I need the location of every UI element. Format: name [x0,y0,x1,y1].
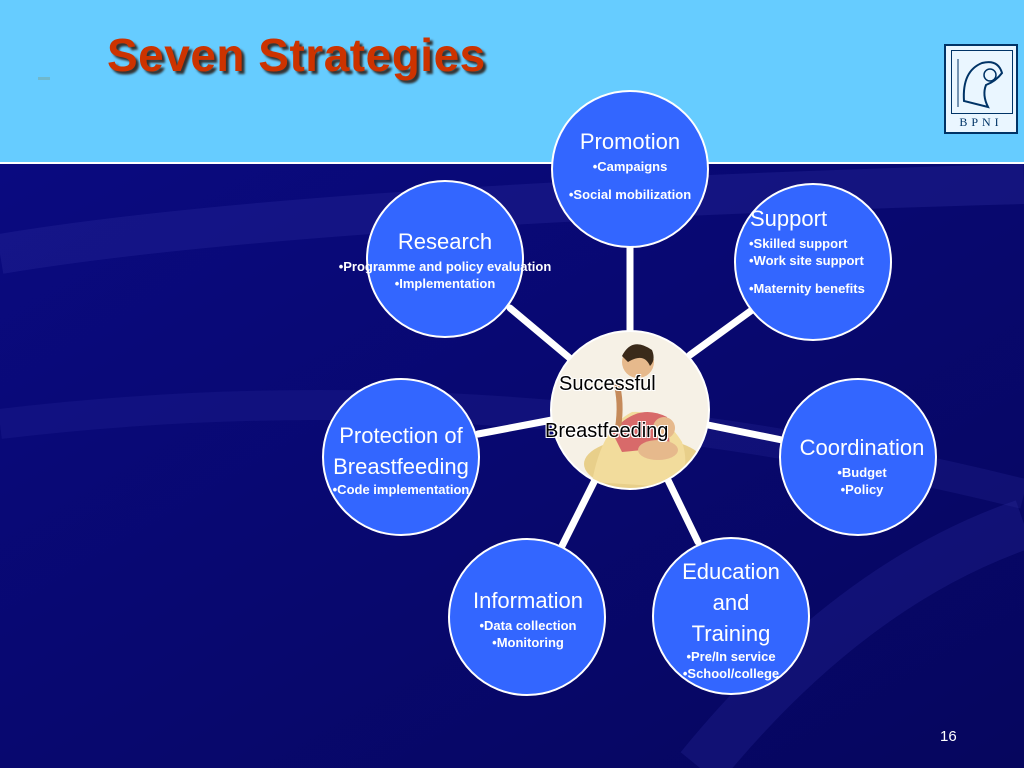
protection-item: •Code implementation [332,482,470,497]
spoke-research [506,304,576,364]
information-item: •Data collection [479,618,577,633]
tiny-mark [38,77,50,80]
node-promotion [551,90,709,248]
node-support [734,183,892,341]
spoke-coordination [704,421,786,444]
support-item: •Work site support [749,253,864,268]
education-item: •School/college [682,666,780,681]
coordination-item: •Budget [837,465,887,480]
node-education [652,537,810,695]
promotion-item: •Campaigns [592,159,668,174]
mother-breastfeeding-illustration-icon [584,344,704,488]
spoke-information [558,470,602,550]
center-label-line1: Successful [559,373,656,395]
research-item: •Implementation [394,276,496,291]
education-title-line2: and [712,590,750,615]
spoke-protection [474,416,556,438]
promotion-item: •Social mobilization [568,187,692,202]
coordination-item: •Policy [840,482,884,497]
support-title: Support [750,206,828,231]
promotion-title: Promotion [579,129,681,154]
bpni-logo: BPNI [944,44,1018,134]
center-node [550,330,710,490]
node-protection [322,378,480,536]
header-band [0,0,1024,164]
spoke-education [662,472,702,546]
node-information [448,538,606,696]
information-item: •Monitoring [492,635,564,650]
education-title-line1: Education [682,559,780,584]
spoke-support [686,306,756,359]
research-item: •Programme and policy evaluation [338,259,552,274]
node-coordination [779,378,937,536]
protection-title-line2: Breastfeeding [333,454,469,479]
slide-title: Seven Strategies [107,29,486,81]
logo-emblem [951,50,1013,114]
information-title: Information [472,588,584,613]
coordination-title: Coordination [799,435,925,460]
education-title-line3: Training [691,621,771,646]
support-item: •Skilled support [749,236,848,251]
page-number: 16 [940,728,957,745]
mother-child-emblem-icon [957,59,1004,109]
center-label-line2: Breastfeeding [545,420,669,442]
education-item: •Pre/In service [686,649,776,664]
logo-letters: BPNI [959,115,1003,129]
support-item: •Maternity benefits [749,281,865,296]
protection-title-line1: Protection of [339,423,463,448]
node-research [366,180,524,338]
research-title: Research [397,229,493,254]
